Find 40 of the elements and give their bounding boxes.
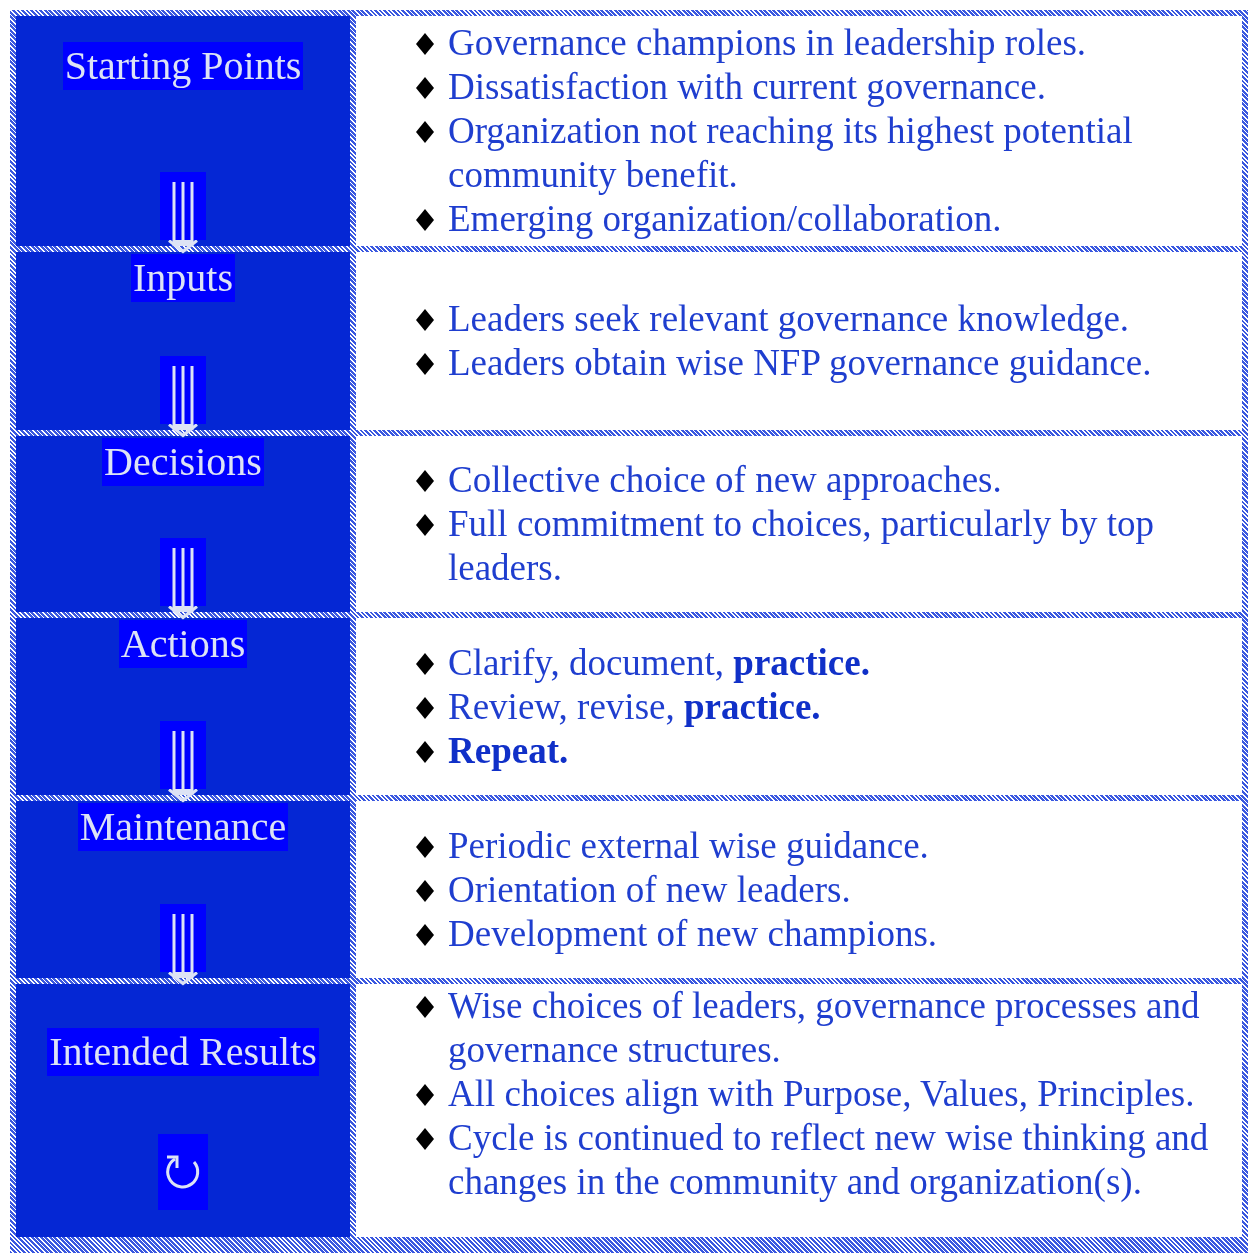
bullet-text: Repeat. — [448, 728, 569, 773]
bullet-text: Full commitment to choices, particularly by top leaders. — [448, 502, 1155, 590]
bullet-text: Cycle is continued to reflect new wise thinking and changes in the community and organization(s). — [448, 1116, 1210, 1204]
stage-title: Inputs — [131, 254, 235, 302]
bullet-text: All choices align with Purpose, Values, Principles. — [448, 1072, 1195, 1116]
stage-box — [16, 984, 350, 1237]
bullet-text: Clarify, document, practice. — [448, 640, 870, 685]
stage-title: Decisions — [102, 438, 264, 486]
bullet-text: Leaders seek relevant governance knowledge. — [448, 297, 1130, 341]
bullet-text: Periodic external wise guidance. — [448, 823, 929, 868]
bullet-text: Review, revise, practice. — [448, 684, 821, 729]
bullet-panel — [356, 801, 1242, 978]
bullet-text: Governance champions in leadership roles. — [448, 21, 1087, 65]
stage-box — [16, 801, 350, 978]
bullet-text: Wise choices of leaders, governance processes and governance structures. — [448, 984, 1201, 1072]
triple-arrow — [167, 731, 199, 802]
triple-arrow — [167, 548, 199, 619]
bullet-text: Dissatisfaction with current governance. — [448, 65, 1046, 109]
stage-title: Intended Results — [47, 1028, 319, 1076]
bullet-panel — [356, 618, 1242, 795]
stage-box — [16, 252, 350, 430]
bullet-panel — [356, 984, 1242, 1237]
stage-box — [16, 436, 350, 612]
triple-arrow — [167, 914, 199, 985]
bullet-text: Collective choice of new approaches. — [448, 458, 1002, 502]
bullet-panel — [356, 252, 1242, 430]
bullet-text: Leaders obtain wise NFP governance guidance. — [448, 341, 1152, 385]
bullet-text: Development of new champions. — [448, 911, 938, 956]
stage-title: Starting Points — [62, 42, 304, 90]
stage-box — [16, 618, 350, 795]
stage-title: Maintenance — [77, 803, 289, 851]
stage-title: Actions — [118, 620, 248, 668]
bullet-panel — [356, 16, 1242, 246]
triple-arrow — [167, 182, 199, 253]
stage-box — [16, 16, 350, 246]
bullet-text: Orientation of new leaders. — [448, 867, 851, 912]
bullet-panel — [356, 436, 1242, 612]
bullet-text: Emerging organization/collaboration. — [448, 197, 1002, 241]
triple-arrow — [167, 366, 199, 437]
bullet-text: Organization not reaching its highest potential community benefit. — [448, 109, 1134, 197]
